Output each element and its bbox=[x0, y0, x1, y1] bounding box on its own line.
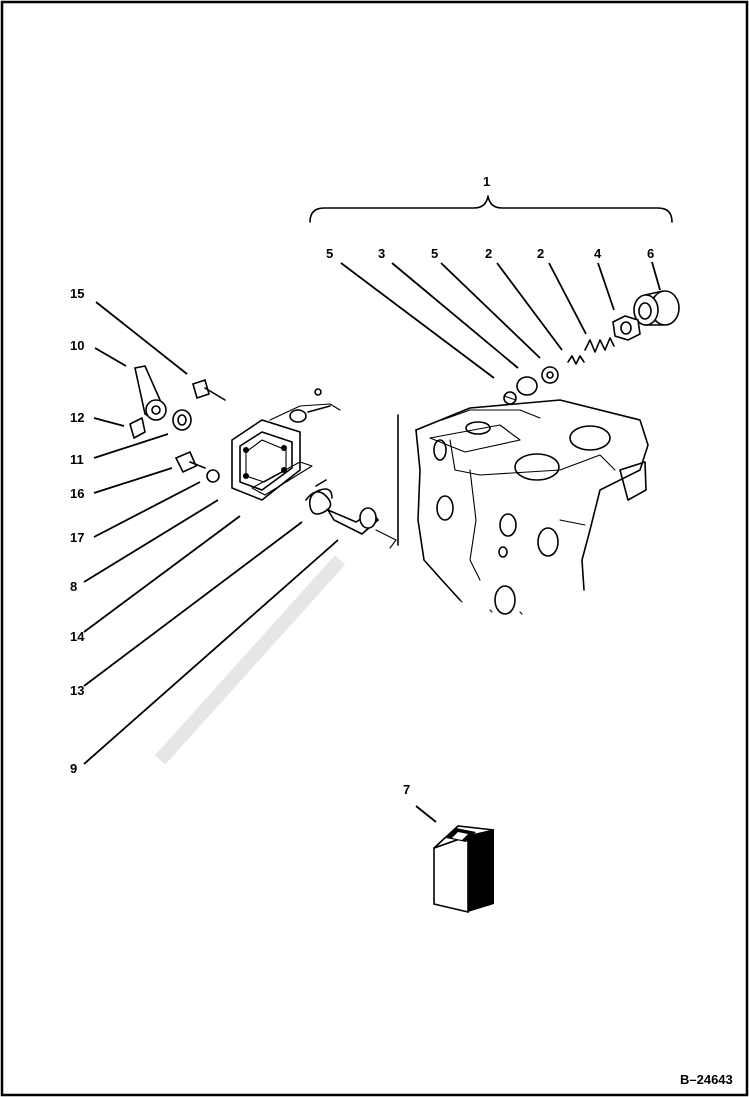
callout-2: 2 bbox=[537, 246, 544, 261]
governor-cover-assembly bbox=[129, 365, 397, 549]
callout-1: 1 bbox=[483, 174, 490, 189]
engine-block bbox=[397, 399, 649, 615]
callout-12: 12 bbox=[70, 410, 84, 425]
callout-4: 4 bbox=[594, 246, 602, 261]
callout-17: 17 bbox=[70, 530, 84, 545]
callout-labels: 1 5 3 5 2 2 4 6 15 10 12 11 16 17 8 14 1… bbox=[70, 174, 654, 797]
figure-id: B–24643 bbox=[680, 1072, 733, 1087]
callout-3: 3 bbox=[378, 246, 385, 261]
callout-11: 11 bbox=[70, 452, 84, 467]
callout-16: 16 bbox=[70, 486, 84, 501]
callout-2: 2 bbox=[485, 246, 492, 261]
callout-5: 5 bbox=[431, 246, 438, 261]
callout-5: 5 bbox=[326, 246, 333, 261]
callout-14: 14 bbox=[70, 629, 85, 644]
callout-9: 9 bbox=[70, 761, 77, 776]
governor-parts-group bbox=[503, 290, 680, 405]
leader-lines bbox=[83, 261, 661, 823]
callout-10: 10 bbox=[70, 338, 84, 353]
callout-7: 7 bbox=[403, 782, 410, 797]
watermark-trace bbox=[154, 555, 346, 765]
parts-kit-box bbox=[433, 825, 495, 914]
group-bracket bbox=[309, 195, 673, 223]
callout-8: 8 bbox=[70, 579, 77, 594]
callout-6: 6 bbox=[647, 246, 654, 261]
callout-15: 15 bbox=[70, 286, 84, 301]
callout-13: 13 bbox=[70, 683, 84, 698]
